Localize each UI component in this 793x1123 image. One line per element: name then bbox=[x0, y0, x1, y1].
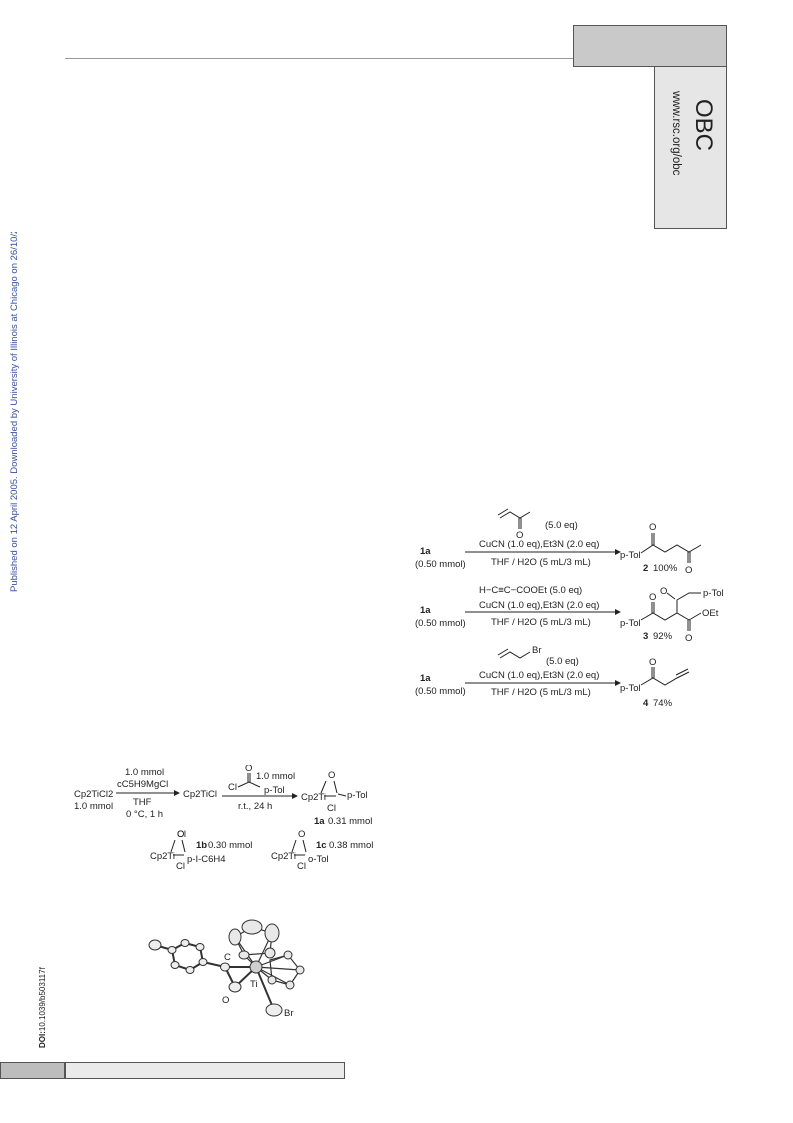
svg-text:(0.50 mmol): (0.50 mmol) bbox=[415, 559, 466, 570]
svg-text:CuCN (1.0 eq),Et3N (2.0 eq): CuCN (1.0 eq),Et3N (2.0 eq) bbox=[479, 539, 599, 550]
svg-text:2: 2 bbox=[643, 563, 648, 574]
svg-text:p-Tol: p-Tol bbox=[264, 785, 285, 796]
compound-1c: O Cp2Ti Cl o-Tol 1c 0.38 mmol bbox=[271, 829, 373, 872]
svg-text:O: O bbox=[245, 765, 252, 774]
svg-text:1c: 1c bbox=[316, 840, 327, 851]
svg-text:CuCN (1.0 eq),Et3N (2.0 eq): CuCN (1.0 eq),Et3N (2.0 eq) bbox=[479, 670, 599, 681]
footer-bar bbox=[65, 1062, 345, 1079]
svg-text:1a: 1a bbox=[420, 605, 431, 616]
svg-text:p-Tol: p-Tol bbox=[703, 588, 724, 599]
reaction-row-3: 1a (0.50 mmol) H−C≡C−COOEt (5.0 eq) CuCN… bbox=[415, 585, 724, 644]
svg-text:1b: 1b bbox=[196, 840, 207, 851]
atom-label-o: O bbox=[222, 995, 229, 1006]
svg-text:1a: 1a bbox=[420, 546, 431, 557]
header-rule bbox=[65, 58, 573, 59]
compound-1b: O Cp2Ti Cl p-I-C6H4 1b 0.30 mmol bbox=[150, 829, 252, 872]
svg-text:O: O bbox=[649, 592, 656, 603]
xray-structure: C Ti O Br bbox=[148, 919, 305, 1019]
svg-text:Cl: Cl bbox=[177, 829, 186, 840]
svg-text:3: 3 bbox=[643, 631, 648, 642]
reaction-row-4: 1a (0.50 mmol) Br (5.0 eq) CuCN (1.0 eq)… bbox=[415, 645, 690, 709]
svg-text:0.31 mmol: 0.31 mmol bbox=[328, 816, 372, 827]
svg-text:Cl: Cl bbox=[176, 861, 185, 872]
svg-text:1.0 mmol: 1.0 mmol bbox=[74, 801, 113, 812]
svg-text:DOI:10.1039/b503117f: DOI:10.1039/b503117f bbox=[38, 966, 47, 1048]
doi-label: DOI: bbox=[38, 1031, 47, 1048]
svg-text:O: O bbox=[649, 522, 656, 533]
publication-note: Published on 12 April 2005. Downloaded b… bbox=[9, 232, 20, 592]
svg-text:p-Tol: p-Tol bbox=[620, 683, 641, 694]
svg-text:p-Tol: p-Tol bbox=[620, 550, 641, 561]
atom-label-ti: Ti bbox=[250, 979, 258, 990]
svg-text:(0.50 mmol): (0.50 mmol) bbox=[415, 618, 466, 629]
svg-text:(5.0 eq): (5.0 eq) bbox=[546, 656, 579, 667]
reaction-scheme: 1a (0.50 mmol) O (5.0 eq) CuCN (1.0 eq),… bbox=[415, 508, 724, 709]
svg-text:O: O bbox=[685, 633, 692, 644]
svg-text:Cl: Cl bbox=[327, 803, 336, 814]
svg-text:1a: 1a bbox=[314, 816, 325, 827]
svg-text:THF: THF bbox=[133, 797, 152, 808]
svg-text:OEt: OEt bbox=[702, 608, 719, 619]
svg-text:O: O bbox=[177, 829, 184, 840]
journal-tab-panel bbox=[654, 67, 727, 229]
svg-text:O: O bbox=[516, 530, 523, 541]
svg-text:92%: 92% bbox=[653, 631, 673, 642]
svg-text:Cl: Cl bbox=[228, 782, 237, 793]
svg-text:O: O bbox=[660, 586, 667, 597]
svg-text:THF / H2O (5 mL/3 mL): THF / H2O (5 mL/3 mL) bbox=[491, 617, 591, 628]
atom-label-br: Br bbox=[284, 1008, 294, 1019]
svg-text:cC5H9MgCl: cC5H9MgCl bbox=[117, 779, 168, 790]
svg-text:p-Tol: p-Tol bbox=[347, 790, 368, 801]
svg-text:1a: 1a bbox=[420, 673, 431, 684]
svg-text:O: O bbox=[298, 829, 305, 840]
journal-tab-top bbox=[573, 25, 727, 67]
journal-url: www.rsc.org/obc bbox=[670, 90, 682, 176]
svg-text:Cl: Cl bbox=[297, 861, 306, 872]
svg-text:74%: 74% bbox=[653, 698, 673, 709]
svg-text:CuCN (1.0 eq),Et3N (2.0 eq): CuCN (1.0 eq),Et3N (2.0 eq) bbox=[479, 600, 599, 611]
svg-text:THF / H2O (5 mL/3 mL): THF / H2O (5 mL/3 mL) bbox=[491, 687, 591, 698]
svg-text:0 °C, 1 h: 0 °C, 1 h bbox=[126, 809, 163, 820]
svg-text:p-I-C6H4: p-I-C6H4 bbox=[187, 854, 226, 865]
svg-text:p-Tol: p-Tol bbox=[620, 618, 641, 629]
svg-text:O: O bbox=[649, 657, 656, 668]
doi-value: 10.1039/b503117f bbox=[38, 966, 47, 1031]
svg-text:r.t., 24 h: r.t., 24 h bbox=[238, 801, 272, 812]
svg-text:THF / H2O (5 mL/3 mL): THF / H2O (5 mL/3 mL) bbox=[491, 557, 591, 568]
svg-text:0.30 mmol: 0.30 mmol bbox=[208, 840, 252, 851]
svg-text:Cp2Ti: Cp2Ti bbox=[271, 851, 296, 862]
publication-note-text: Published on 12 April 2005. Downloaded b… bbox=[9, 232, 20, 592]
svg-text:1.0 mmol: 1.0 mmol bbox=[256, 771, 295, 782]
synthesis-scheme: Cp2TiCl2 1.0 mmol 1.0 mmol cC5H9MgCl THF… bbox=[74, 765, 373, 872]
svg-text:O: O bbox=[685, 565, 692, 576]
svg-text:(0.50 mmol): (0.50 mmol) bbox=[415, 686, 466, 697]
svg-text:o-Tol: o-Tol bbox=[308, 854, 329, 865]
doi-note: DOI:10.1039/b503117f bbox=[38, 966, 47, 1048]
svg-text:100%: 100% bbox=[653, 563, 678, 574]
footer-tab bbox=[0, 1062, 65, 1079]
svg-text:Cp2Ti: Cp2Ti bbox=[150, 851, 175, 862]
svg-text:Cp2TiCl2: Cp2TiCl2 bbox=[74, 789, 113, 800]
svg-text:Cp2Ti: Cp2Ti bbox=[301, 792, 326, 803]
atom-label-c: C bbox=[224, 952, 231, 963]
journal-logo: OBC www.rsc.org/obc bbox=[670, 90, 717, 176]
svg-text:H−C≡C−COOEt (5.0 eq): H−C≡C−COOEt (5.0 eq) bbox=[479, 585, 582, 596]
svg-text:0.38 mmol: 0.38 mmol bbox=[329, 840, 373, 851]
reaction-row-2: 1a (0.50 mmol) O (5.0 eq) CuCN (1.0 eq),… bbox=[415, 508, 702, 576]
svg-text:(5.0 eq): (5.0 eq) bbox=[545, 520, 578, 531]
svg-text:4: 4 bbox=[643, 698, 649, 709]
journal-name: OBC bbox=[690, 99, 717, 151]
svg-text:Cp2TiCl: Cp2TiCl bbox=[183, 789, 217, 800]
svg-text:1.0 mmol: 1.0 mmol bbox=[125, 767, 164, 778]
svg-text:O: O bbox=[328, 770, 335, 781]
svg-text:Br: Br bbox=[532, 645, 542, 656]
